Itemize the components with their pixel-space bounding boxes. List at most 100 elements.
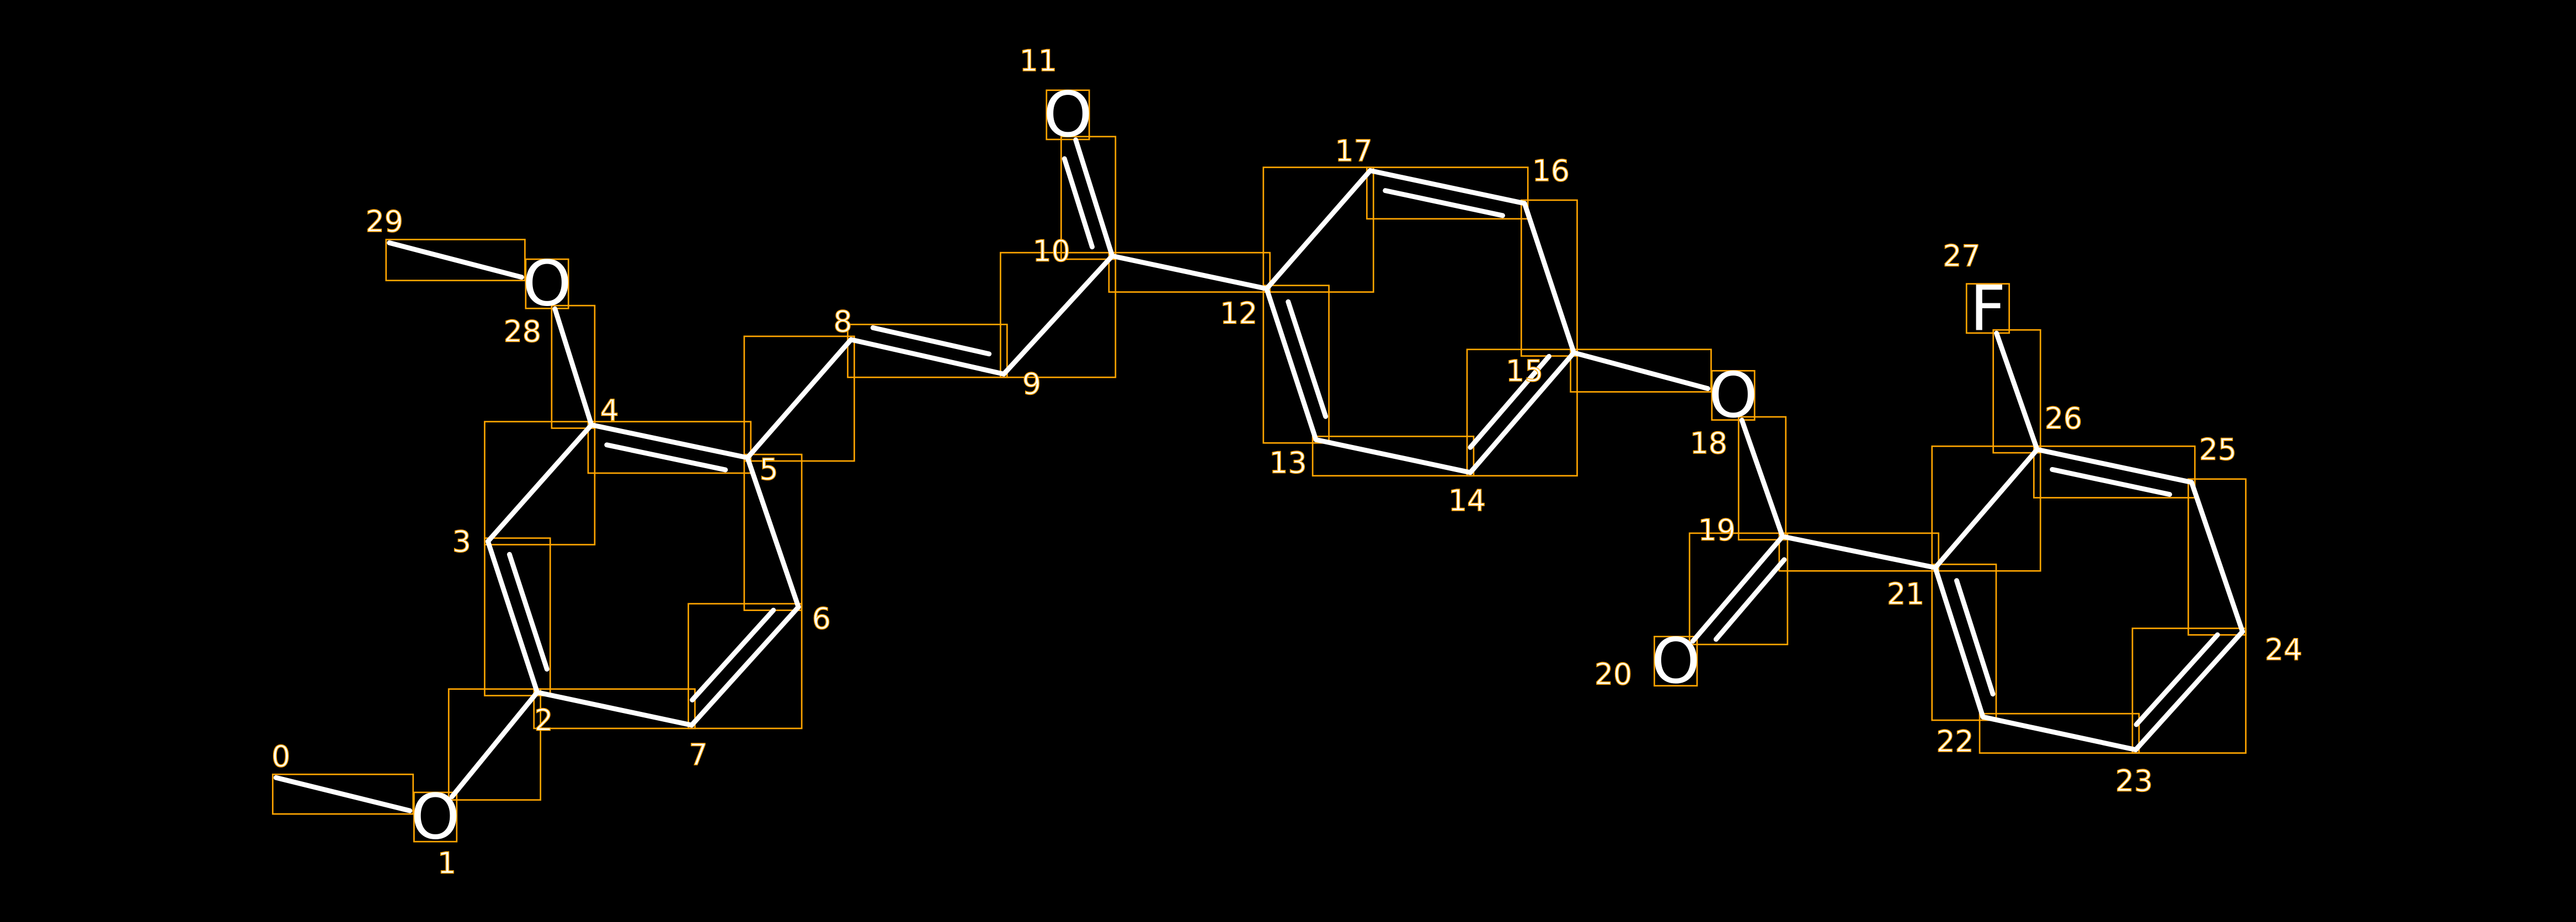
bond-box [551,304,596,429]
bond-box [1570,349,1712,393]
atom-index-label: 14 [1448,483,1486,518]
atom-index-label: 7 [689,737,707,772]
atom-index-label: 9 [1022,367,1041,401]
bond-14-15 [1468,350,1577,475]
bond-box [1366,167,1529,220]
bond-12-13 [1264,286,1319,442]
atom-box [1965,283,2010,334]
bond-16-17 [1367,168,1527,206]
atom-index-label: 18 [1690,426,1727,460]
atom-index-label: 19 [1698,512,1736,547]
bond-box [1262,285,1330,444]
atom-symbol-O: O [522,248,572,320]
bond-box [1060,136,1117,260]
atom-index-label: 15 [1506,353,1543,388]
atom-box [525,258,569,309]
bond-box [1992,329,2041,454]
atom-index-label: 17 [1335,133,1373,168]
atom-box [1711,370,1756,421]
bond-box [447,688,541,801]
bond-23-24 [2133,629,2245,753]
bond-box [271,773,414,815]
bond-19-20 [1690,534,1785,644]
atom-index-labels: 0123456789101112131415161718192021222324… [271,43,2302,881]
bond-19-20-inner [1713,557,1787,642]
bond-box [1778,532,1940,572]
bond-28-29 [387,240,524,280]
bond-box [1737,416,1787,541]
atom-index-label: 28 [504,314,541,349]
bond-14-15-inner [1468,353,1552,450]
atom-index-label: 5 [760,452,778,486]
bond-box [1931,445,2041,572]
bond-6-7 [689,604,801,728]
bond-25-26-inner [2050,467,2172,497]
bond-1-2 [449,690,540,800]
atom-index-label: 23 [2115,764,2153,798]
bond-15-16 [1522,201,1577,356]
bond-5-6 [745,455,801,610]
bond-2-3-inner [506,551,550,672]
bond-box [1978,712,2140,754]
bond-2-3 [485,539,540,695]
atom-index-label: 21 [1887,576,1924,611]
atom-index-label: 26 [2045,401,2082,436]
atom-index-label: 29 [366,204,403,239]
atom-index-label: 25 [2199,432,2237,467]
bond-21-22 [1933,565,1986,720]
bond-23-24-inner [2134,632,2220,727]
atom-index-label: 4 [600,393,619,427]
bond-4-28 [552,306,594,428]
bond-12-13-inner [1286,299,1329,419]
bond-15-18 [1571,350,1710,392]
bond-box [1000,251,1117,378]
bonds [273,137,2245,813]
atom-box [413,791,458,843]
atom-symbol-F: F [1970,272,2006,345]
bond-boxes [271,89,2247,843]
bond-10-11-inner [1062,156,1095,250]
bond-16-17-inner [1383,188,1505,218]
bond-box [484,537,551,696]
atom-index-label: 22 [1936,724,1974,759]
atom-index-label: 8 [834,304,852,339]
atom-index-label: 0 [271,739,290,774]
bond-0-1 [273,775,413,813]
bond-13-14 [1313,437,1473,475]
bond-box [533,688,696,730]
bond-box [385,239,526,281]
bond-box [1311,436,1475,477]
atom-symbol-O: O [1043,78,1092,151]
bond-box [1688,532,1789,646]
bond-box [847,324,1008,378]
atom-index-label: 2 [535,703,553,738]
bond-box [1262,167,1374,293]
atom-box [1654,635,1698,687]
atom-symbol-O: O [1651,625,1700,698]
bond-17-12 [1264,168,1373,292]
atom-index-label: 16 [1532,153,1570,188]
bond-4-5-inner [604,442,728,473]
bond-22-23 [1980,714,2138,753]
bond-box [484,421,596,546]
bond-10-12 [1110,253,1270,292]
atom-index-label: 20 [1594,657,1632,692]
bond-24-25 [2189,480,2245,634]
bond-box [587,421,752,474]
bond-6-7-inner [690,608,776,703]
atom-index-label: 6 [812,601,831,636]
bond-26-27 [1994,330,2040,452]
atom-index-label: 10 [1033,234,1070,269]
bond-box [687,603,803,730]
bond-4-5 [589,422,750,460]
bond-box [1466,349,1578,477]
bond-8-9 [848,337,1006,377]
atom-index-label: 24 [2265,632,2302,667]
bond-5-8 [745,337,854,460]
bond-9-10 [1001,253,1115,377]
bond-box [1931,564,1997,721]
bond-10-11 [1073,137,1115,259]
atom-index-label: 12 [1220,296,1257,331]
bond-box [743,335,855,462]
